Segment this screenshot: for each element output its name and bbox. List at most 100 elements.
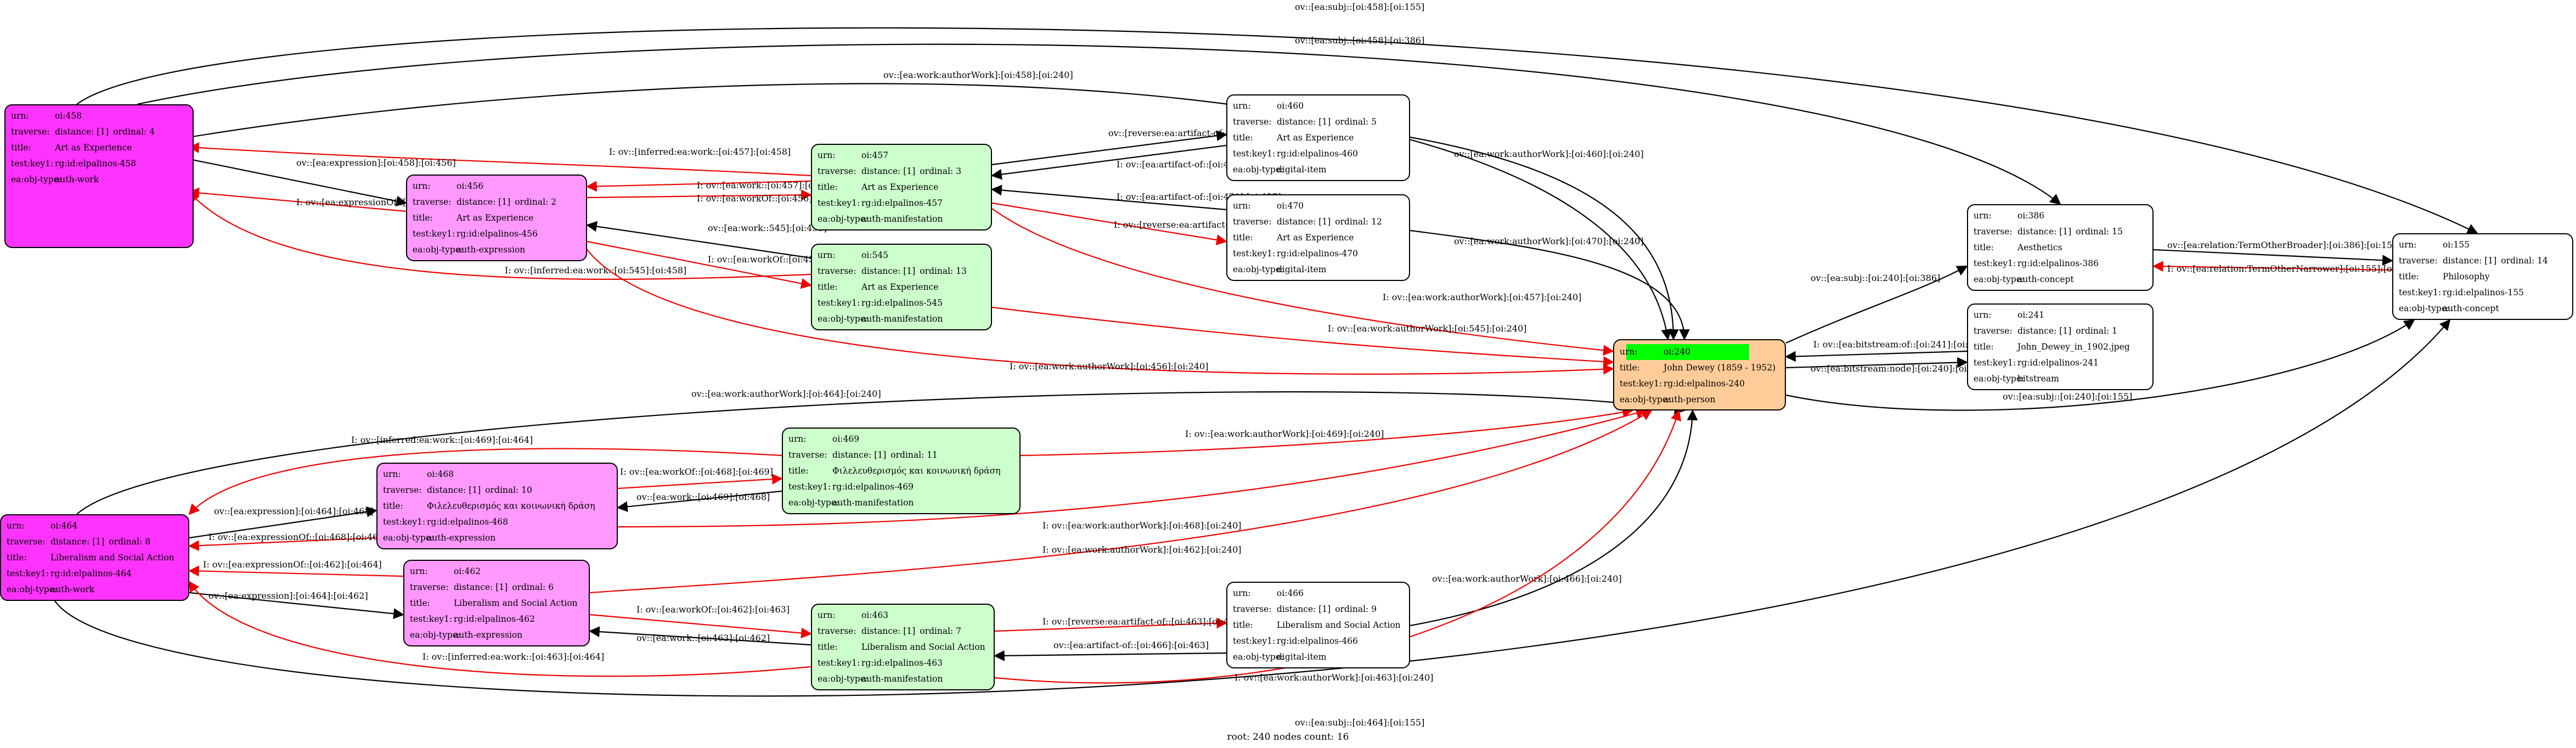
traverse-ordinal: ordinal: 12: [1335, 217, 1382, 227]
field-key: ea:obj-type:: [1233, 652, 1284, 662]
field-value: rg:id:elpalinos-469: [832, 482, 914, 492]
field-value: auth-person: [1664, 395, 1716, 404]
field-value: oi:458: [55, 111, 82, 121]
traverse-ordinal: ordinal: 8: [109, 537, 151, 547]
edge-label: I: ov::[inferred:ea:work::[oi:469]:[oi:4…: [351, 435, 533, 445]
node-field-test-key1: test:key1:rg:id:elpalinos-545: [818, 295, 985, 311]
node-field-urn: urn:oi:470: [1233, 198, 1403, 214]
edge-label: ov::[ea:expression]:[oi:464]:[oi:462]: [208, 590, 368, 601]
field-value: oi:240: [1664, 347, 1691, 357]
node-field-test-key1: test:key1:rg:id:elpalinos-240: [1620, 376, 1779, 392]
field-value: auth-concept: [2017, 274, 2074, 284]
field-value: oi:386: [2017, 211, 2045, 221]
edge-arrow: [1410, 409, 1698, 627]
field-key: urn:: [788, 434, 807, 444]
field-value: auth-expression: [454, 630, 523, 640]
node-field-title: title:Art as Experience: [1233, 230, 1403, 246]
field-value: rg:id:elpalinos-470: [1277, 249, 1358, 258]
node-field-title: title:John_Dewey_in_1902.jpeg: [1974, 339, 2147, 355]
edge-arrow: [2152, 261, 2393, 272]
field-value: Art as Experience: [861, 282, 939, 292]
edge-arrow: [1410, 229, 1690, 340]
field-key: urn:: [1974, 211, 1992, 221]
edge-label: I: ov::[inferred:ea:work::[oi:457]:[oi:4…: [609, 147, 791, 157]
node-field-ea-obj-type: ea:obj-type:auth-expression: [410, 627, 583, 643]
traverse-distance: distance: [1]: [456, 197, 511, 207]
edge-label: I: ov::[ea:work:authorWork]:[oi:469]:[oi…: [1185, 429, 1384, 439]
traverse-distance: distance: [1]: [454, 582, 508, 592]
node-field-urn: urn:oi:466: [1233, 586, 1403, 601]
node-field-urn: urn:oi:241: [1974, 307, 2147, 323]
field-value: distance: [1]ordinal: 5: [1277, 114, 1377, 130]
node-field-title: title:Art as Experience: [413, 210, 580, 226]
node-field-test-key1: test:key1:rg:id:elpalinos-462: [410, 611, 583, 627]
field-key: title:: [7, 553, 27, 563]
field-key: ea:obj-type:: [11, 175, 62, 184]
field-key: traverse:: [7, 537, 46, 547]
edge-label: I: ov::[ea:work:authorWork]:[oi:545]:[oi…: [1328, 323, 1527, 334]
edge-arrow: [589, 626, 811, 646]
node-field-title: title:Art as Experience: [1233, 130, 1403, 146]
field-key: urn:: [2399, 240, 2417, 250]
edge-arrow: [189, 506, 377, 539]
node-field-title: title:Liberalism and Social Action: [7, 550, 183, 566]
node-field-title: title:Aesthetics: [1974, 240, 2147, 256]
field-value: rg:id:elpalinos-458: [55, 159, 136, 168]
edge-arrow: [189, 83, 1672, 340]
field-value: distance: [1]ordinal: 9: [1277, 601, 1377, 617]
node-field-title: title:Liberalism and Social Action: [1233, 617, 1403, 633]
field-key: title:: [383, 501, 403, 511]
field-value: Φιλελευθερισμός και κοινωνική δράση: [832, 466, 1001, 476]
field-value: auth-manifestation: [832, 498, 914, 508]
node-field-traverse: traverse:distance: [1]ordinal: 5: [1233, 114, 1403, 130]
edge-arrow: [991, 306, 1614, 367]
node-field-title: title:Φιλελευθερισμός και κοινωνική δράσ…: [788, 463, 1014, 479]
field-key: test:key1:: [1620, 379, 1662, 389]
field-key: test:key1:: [1974, 258, 2016, 268]
node-field-urn: urn:oi:240: [1614, 344, 1785, 360]
field-value: Aesthetics: [2017, 243, 2062, 252]
field-key: traverse:: [1233, 217, 1272, 227]
edge-arrow: [617, 408, 1647, 528]
field-value: rg:id:elpalinos-155: [2443, 288, 2524, 297]
field-key: title:: [1620, 363, 1640, 373]
field-value: oi:470: [1277, 201, 1304, 211]
field-value: rg:id:elpalinos-462: [454, 614, 535, 624]
node-field-title: title:Liberalism and Social Action: [818, 639, 988, 655]
node-field-ea-obj-type: ea:obj-type:auth-concept: [2399, 301, 2567, 317]
field-value: rg:id:elpalinos-463: [861, 658, 943, 668]
node-field-ea-obj-type: ea:obj-type:auth-manifestation: [818, 671, 988, 687]
node-field-ea-obj-type: ea:obj-type:auth-manifestation: [788, 495, 1014, 511]
edge-arrow: [188, 537, 377, 552]
node-field-traverse: traverse:distance: [1]ordinal: 13: [818, 263, 985, 279]
field-value: auth-expression: [427, 533, 496, 543]
edge-arrow: [188, 565, 404, 577]
traverse-ordinal: ordinal: 2: [515, 197, 557, 207]
edge-arrow: [991, 184, 1227, 211]
edge-arrow: [587, 189, 812, 201]
field-key: title:: [413, 213, 433, 223]
field-key: title:: [818, 642, 838, 652]
edge-label: I: ov::[ea:workOf::[oi:468]:[oi:469]: [620, 466, 773, 477]
edge-label: ov::[ea:expression]:[oi:464]:[oi:468]: [214, 506, 374, 516]
node-field-traverse: traverse:distance: [1]ordinal: 1: [1974, 323, 2147, 339]
edge-label: I: ov::[ea:work:authorWork]:[oi:463]:[oi…: [1235, 672, 1434, 683]
field-value: distance: [1]ordinal: 7: [861, 623, 961, 639]
field-value: rg:id:elpalinos-466: [1277, 636, 1358, 646]
